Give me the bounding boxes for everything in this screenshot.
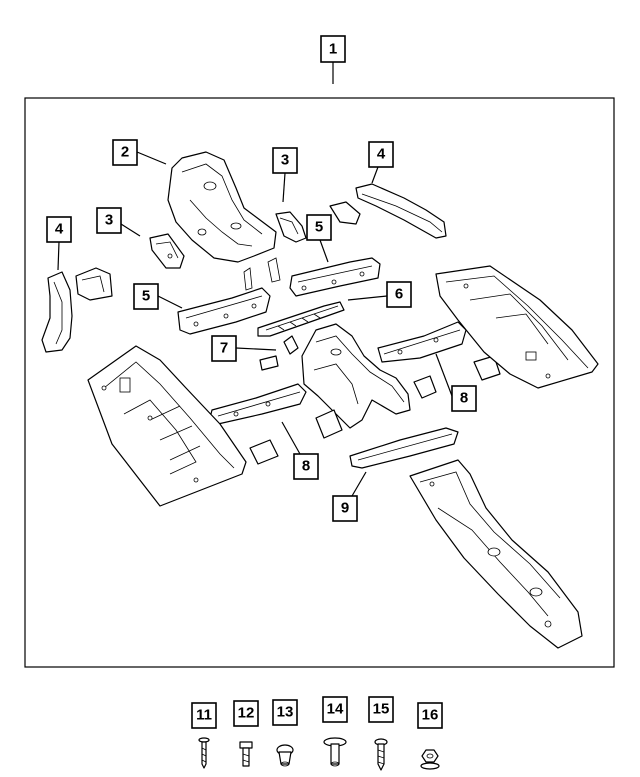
callout-4-right-label: 4 — [377, 146, 386, 163]
part-bracket-right — [275, 211, 307, 243]
callout-8-right[interactable]: 8 — [435, 353, 477, 412]
part-right-floor-pan — [435, 265, 599, 389]
callout-3-right-label: 3 — [281, 152, 289, 169]
callout-4-left[interactable]: 4 — [46, 216, 72, 271]
callout-16[interactable]: 16 — [417, 702, 443, 729]
part-crossmember-left — [177, 267, 271, 335]
callout-5-right-label: 5 — [315, 219, 323, 236]
callout-13[interactable]: 13 — [272, 699, 298, 726]
callout-1-label: 1 — [329, 41, 337, 58]
fastener-14-bumper — [323, 737, 347, 767]
fastener-13-plug — [276, 744, 294, 767]
part-rear-tunnel — [409, 459, 583, 649]
callout-5-left[interactable]: 5 — [133, 283, 183, 310]
assembly-frame — [24, 97, 615, 668]
callout-11[interactable]: 11 — [191, 702, 217, 729]
callout-2[interactable]: 2 — [112, 139, 167, 166]
part-center-tunnel — [301, 323, 411, 439]
callout-8-right-label: 8 — [460, 390, 468, 407]
part-rail-top-right — [329, 183, 447, 239]
part-rear-crossmember — [349, 427, 459, 469]
callout-4-left-label: 4 — [55, 221, 64, 238]
part-front-tunnel — [167, 151, 277, 263]
callout-2-label: 2 — [121, 144, 129, 161]
callout-16-label: 16 — [422, 707, 439, 724]
part-crossmember-8-left — [209, 383, 307, 465]
callout-11-label: 11 — [196, 707, 212, 724]
fastener-16-nut — [420, 749, 440, 770]
callout-15-label: 15 — [373, 701, 390, 718]
callout-3-right[interactable]: 3 — [272, 147, 298, 203]
callout-7-label: 7 — [220, 340, 228, 357]
callout-1[interactable]: 1 — [320, 35, 346, 84]
fastener-12-stud — [239, 741, 253, 767]
part-diagonal-brace — [257, 301, 345, 337]
callout-9-label: 9 — [341, 500, 349, 517]
callout-4-right[interactable]: 4 — [368, 141, 394, 184]
fastener-11-screw — [198, 737, 210, 769]
callout-8-left-label: 8 — [302, 458, 310, 475]
callout-6[interactable]: 6 — [347, 281, 412, 308]
callout-14[interactable]: 14 — [322, 696, 348, 723]
part-crossmember-right — [267, 257, 381, 297]
fastener-15-bolt — [374, 738, 388, 771]
part-left-floor-pan — [87, 345, 247, 507]
callout-5-left-label: 5 — [142, 288, 150, 305]
callout-9[interactable]: 9 — [332, 471, 367, 522]
callout-6-label: 6 — [395, 286, 403, 303]
callout-12-label: 12 — [238, 705, 255, 722]
callout-15[interactable]: 15 — [368, 696, 394, 723]
part-rail-left-curved — [41, 267, 113, 353]
callout-13-label: 13 — [277, 704, 294, 721]
callout-14-label: 14 — [327, 701, 344, 718]
callout-3-left[interactable]: 3 — [96, 207, 141, 237]
callout-12[interactable]: 12 — [233, 700, 259, 727]
callout-5-right[interactable]: 5 — [306, 214, 332, 263]
part-crossmember-8-right — [377, 321, 501, 399]
callout-8-left[interactable]: 8 — [281, 421, 319, 480]
callout-7[interactable]: 7 — [211, 335, 277, 362]
part-small-bracket — [259, 335, 299, 371]
part-bracket-left — [149, 233, 185, 269]
callout-3-left-label: 3 — [105, 212, 113, 229]
